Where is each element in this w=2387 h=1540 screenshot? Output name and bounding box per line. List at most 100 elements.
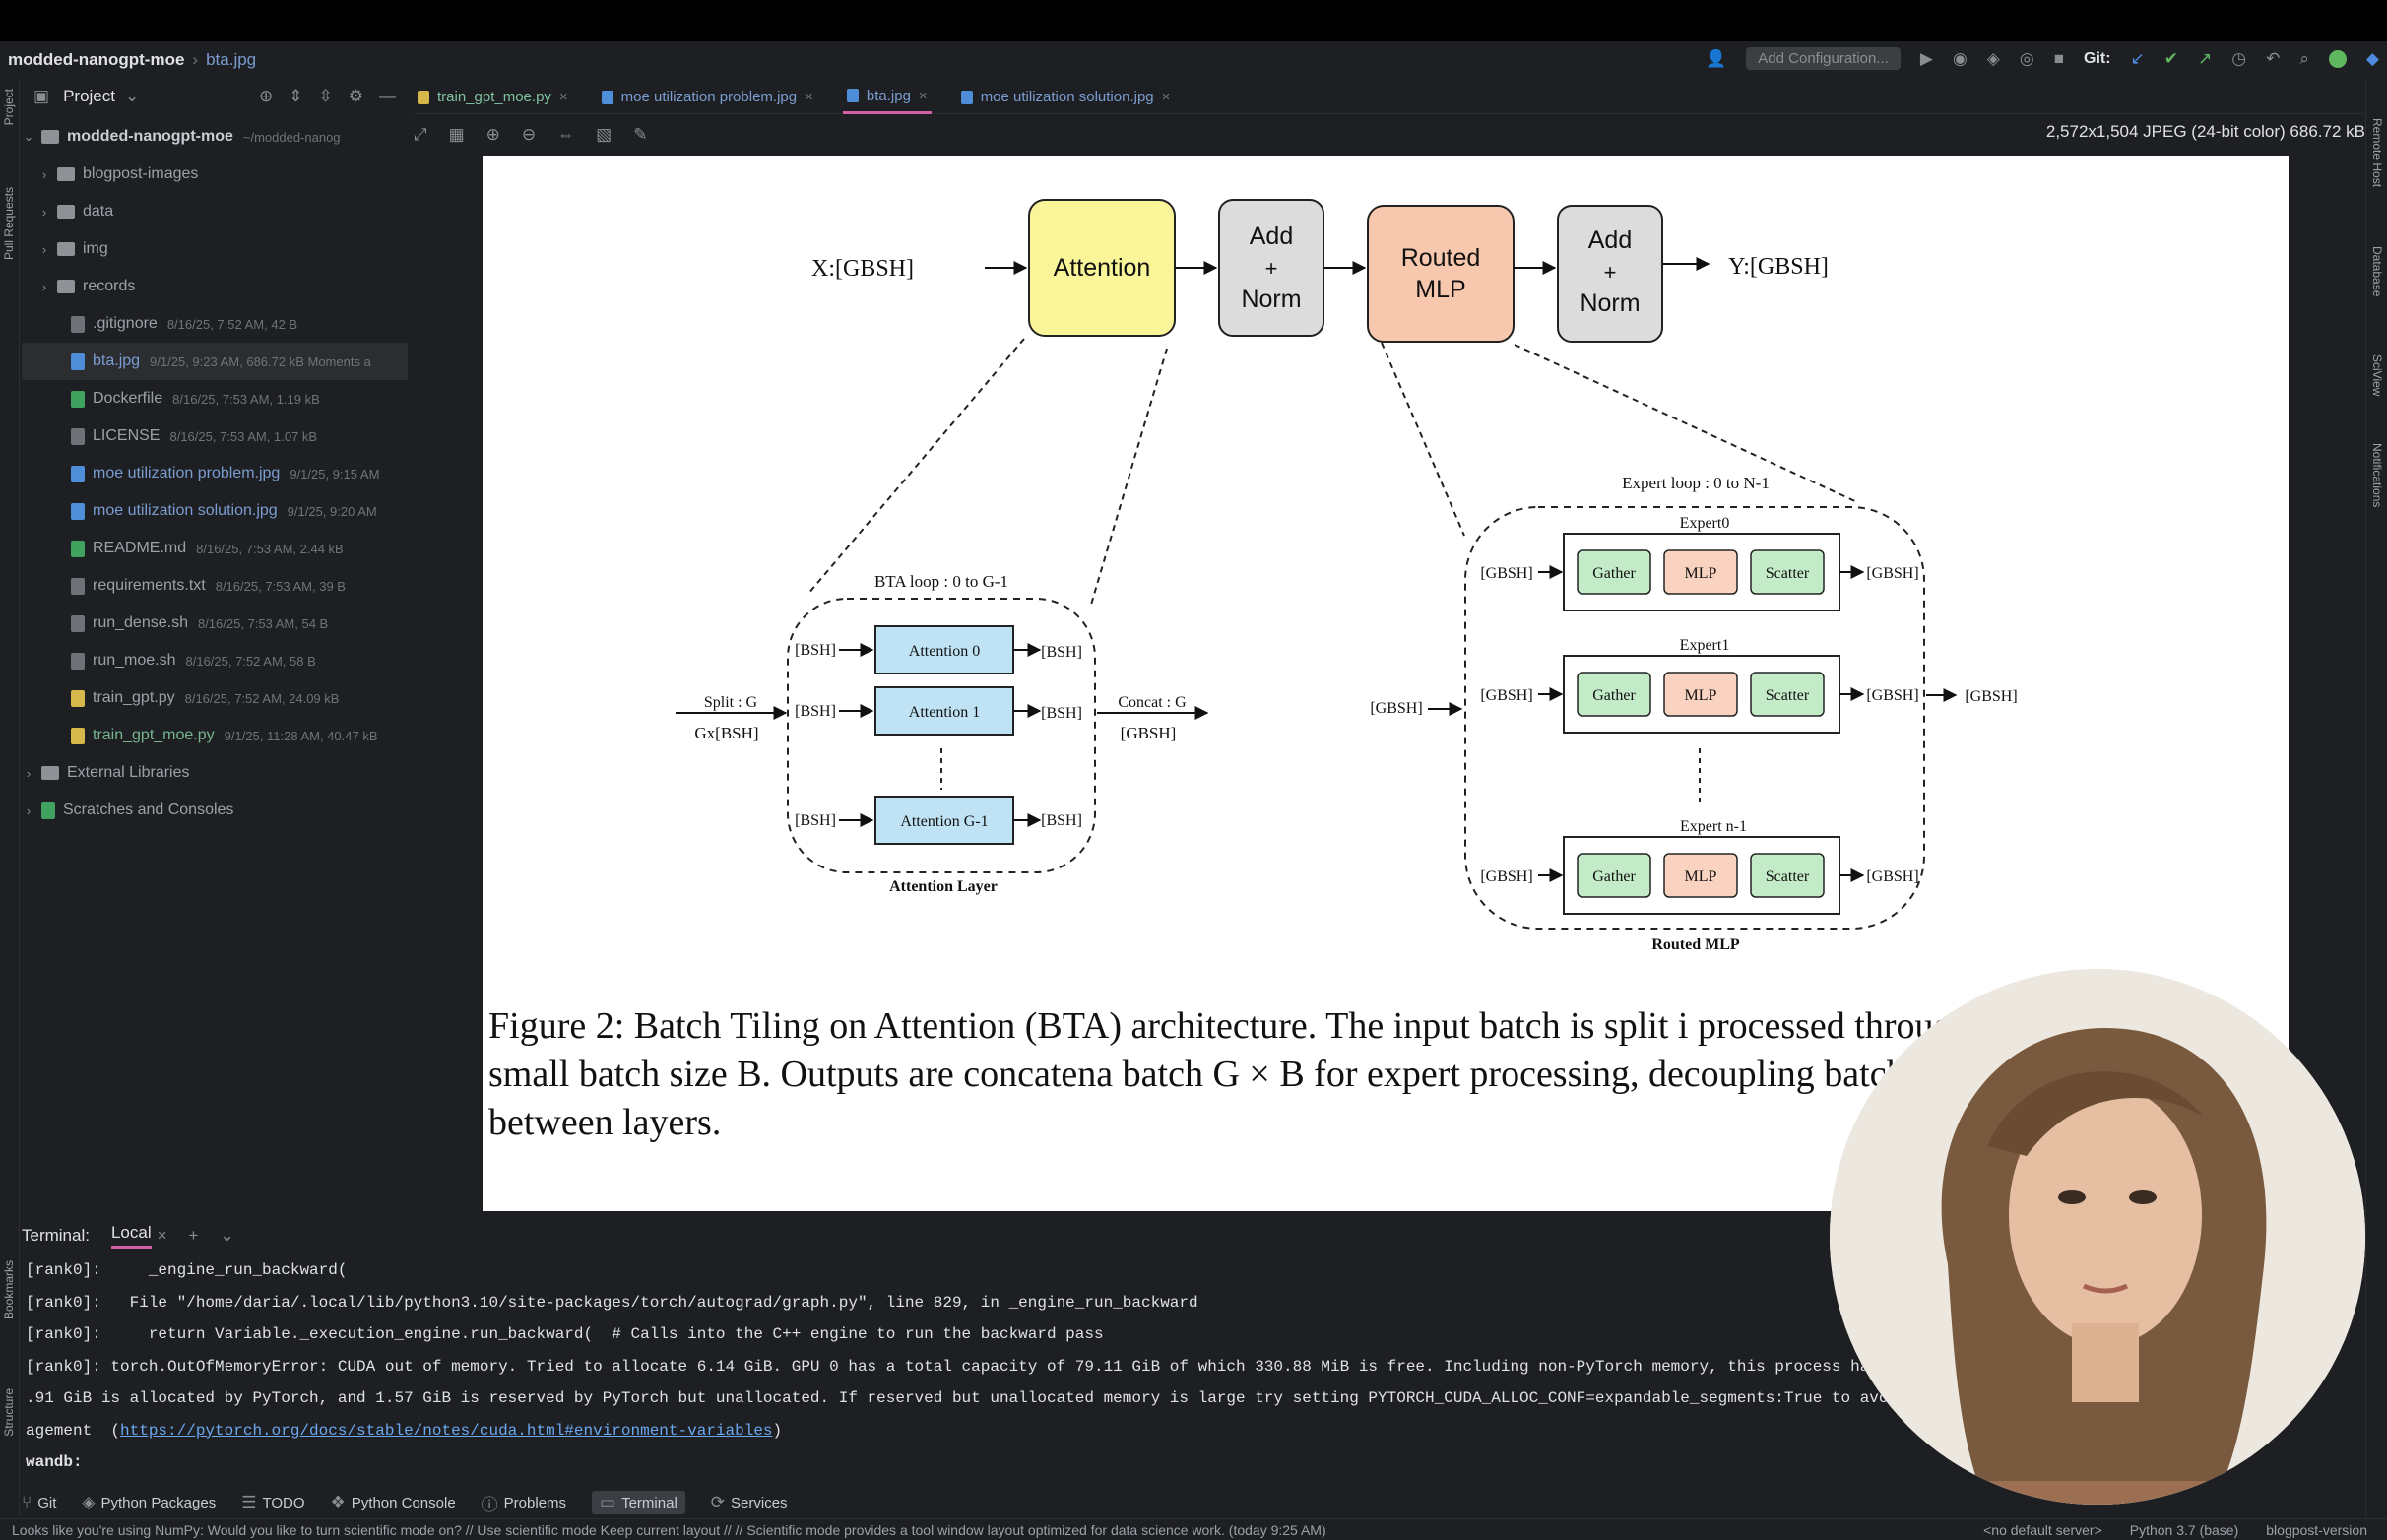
folder-icon xyxy=(41,130,59,144)
cuda-docs-link[interactable]: https://pytorch.org/docs/stable/notes/cu… xyxy=(120,1421,773,1440)
debug-icon[interactable]: ◉ xyxy=(1952,48,1968,68)
pull-requests-side-tab[interactable]: Pull Requests xyxy=(2,187,16,261)
add-configuration-button[interactable]: Add Configuration... xyxy=(1746,47,1901,70)
ide-logo-icon[interactable]: ◆ xyxy=(2365,48,2379,68)
close-icon[interactable]: × xyxy=(918,87,928,104)
database-side-tab[interactable]: Database xyxy=(2370,246,2384,297)
tree-item[interactable]: ›img xyxy=(22,230,408,268)
chevron-right-icon[interactable]: › xyxy=(41,241,47,257)
terminal-prompt[interactable]: wandb: xyxy=(26,1453,83,1471)
routed-mlp-line1: Routed xyxy=(1401,244,1481,272)
tree-item[interactable]: ⌄modded-nanogpt-moe~/modded-nanog xyxy=(22,118,408,156)
python-console-tool-button[interactable]: ❖Python Console xyxy=(331,1493,456,1512)
tree-item[interactable]: ›data xyxy=(22,193,408,230)
user-icon[interactable]: 👤 xyxy=(1706,48,1727,68)
chevron-down-icon[interactable]: ⌄ xyxy=(23,129,34,144)
tab-label: bta.jpg xyxy=(866,87,911,104)
search-icon[interactable]: ⌕ xyxy=(2299,48,2309,68)
color-picker-icon[interactable]: ✎ xyxy=(633,125,648,144)
status-dot-icon[interactable] xyxy=(2328,49,2347,68)
chevron-right-icon[interactable]: › xyxy=(41,166,47,182)
tab-train-gpt-moe[interactable]: train_gpt_moe.py× xyxy=(414,81,572,114)
history-icon[interactable]: ◷ xyxy=(2231,48,2247,68)
collapse-all-icon[interactable]: ⇳ xyxy=(318,87,333,105)
tab-moe-utilization-solution[interactable]: moe utilization solution.jpg× xyxy=(957,81,1175,114)
expand-all-icon[interactable]: ⇕ xyxy=(289,87,303,105)
hide-icon[interactable]: — xyxy=(379,87,396,105)
close-icon[interactable]: × xyxy=(1161,89,1171,105)
gear-icon[interactable]: ⚙ xyxy=(348,87,363,105)
close-icon[interactable]: × xyxy=(157,1226,167,1245)
structure-side-tab[interactable]: Structure xyxy=(2,1388,16,1437)
sciview-side-tab[interactable]: SciView xyxy=(2370,354,2384,397)
close-icon[interactable]: × xyxy=(558,89,568,105)
chevron-right-icon[interactable]: › xyxy=(26,802,32,818)
chevron-right-icon[interactable]: › xyxy=(41,204,47,220)
run-icon[interactable]: ▶ xyxy=(1919,48,1933,68)
background-icon[interactable]: ▧ xyxy=(596,125,613,144)
tree-item[interactable]: ›blogpost-images xyxy=(22,156,408,193)
bookmarks-side-tab[interactable]: Bookmarks xyxy=(2,1260,16,1320)
tree-item[interactable]: › records xyxy=(22,268,408,305)
status-message[interactable]: Looks like you're using NumPy: Would you… xyxy=(12,1521,1326,1538)
breadcrumb-project[interactable]: modded-nanogpt-moe xyxy=(8,50,185,69)
coverage-icon[interactable]: ◈ xyxy=(1986,48,2000,68)
fit-icon[interactable]: ⤢ xyxy=(414,125,427,144)
project-side-tab[interactable]: Project xyxy=(2,89,16,126)
chevron-down-icon[interactable]: ⌄ xyxy=(220,1226,234,1245)
terminal-output[interactable]: [rank0]: _engine_run_backward([rank0]: F… xyxy=(26,1254,2359,1479)
chevron-right-icon[interactable]: › xyxy=(41,279,47,294)
chevron-down-icon[interactable]: ⌄ xyxy=(124,87,140,105)
zoom-in-icon[interactable]: ⊕ xyxy=(485,125,500,144)
status-interpreter[interactable]: Python 3.7 (base) xyxy=(2129,1521,2239,1538)
expert-n-1: Expert n-1 [GBSH] Gather MLP Scatter [GB… xyxy=(1480,818,1919,915)
terminal-tab-local[interactable]: Local xyxy=(110,1223,152,1249)
python-packages-tool-button[interactable]: ◈Python Packages xyxy=(82,1493,216,1512)
actual-size-icon[interactable]: ⇔ xyxy=(557,125,575,144)
breadcrumb-file[interactable]: bta.jpg xyxy=(206,50,257,69)
status-server[interactable]: <no default server> xyxy=(1983,1521,2102,1538)
git-tool-button[interactable]: ⑂Git xyxy=(22,1493,56,1512)
locate-icon[interactable]: ⊕ xyxy=(259,87,274,105)
git-commit-icon[interactable]: ✔ xyxy=(2163,48,2179,68)
terminal-tool-button[interactable]: ▭Terminal xyxy=(592,1491,685,1514)
tab-bta[interactable]: bta.jpg × xyxy=(842,81,932,114)
status-branch[interactable]: blogpost-version xyxy=(2266,1521,2367,1538)
zoom-out-icon[interactable]: ⊖ xyxy=(521,125,537,144)
remote-host-side-tab[interactable]: Remote Host xyxy=(2370,118,2384,188)
services-tool-button[interactable]: ⟳Services xyxy=(711,1493,788,1512)
tab-moe-utilization-problem[interactable]: moe utilization problem.jpg× xyxy=(598,81,817,114)
project-panel-title[interactable]: Project xyxy=(63,87,115,105)
scatter-box xyxy=(1750,672,1825,717)
git-push-icon[interactable]: ↗ xyxy=(2198,48,2213,68)
tree-item[interactable]: ›External Libraries xyxy=(22,754,408,792)
profile-icon[interactable]: ◎ xyxy=(2019,48,2034,68)
navigation-bar: modded-nanogpt-moe › bta.jpg xyxy=(0,41,2387,79)
notifications-side-tab[interactable]: Notifications xyxy=(2370,443,2384,508)
stop-icon[interactable]: ■ xyxy=(2053,48,2064,68)
tree-item-name: train_gpt.py xyxy=(93,689,175,706)
grid-icon[interactable]: ▦ xyxy=(448,125,465,144)
add-terminal-icon[interactable]: + xyxy=(188,1226,199,1245)
rollback-icon[interactable]: ↶ xyxy=(2266,48,2281,68)
todo-tool-button[interactable]: ☰TODO xyxy=(241,1493,304,1512)
chevron-right-icon[interactable]: › xyxy=(26,765,32,781)
tree-item-name: records xyxy=(83,278,136,294)
git-update-icon[interactable]: ↙ xyxy=(2130,48,2145,68)
tree-item[interactable]: ›Scratches and Consoles xyxy=(22,792,408,829)
attention-row-1: [BSH] Attention 1 [BSH] xyxy=(795,686,1082,736)
close-icon[interactable]: × xyxy=(805,89,813,105)
